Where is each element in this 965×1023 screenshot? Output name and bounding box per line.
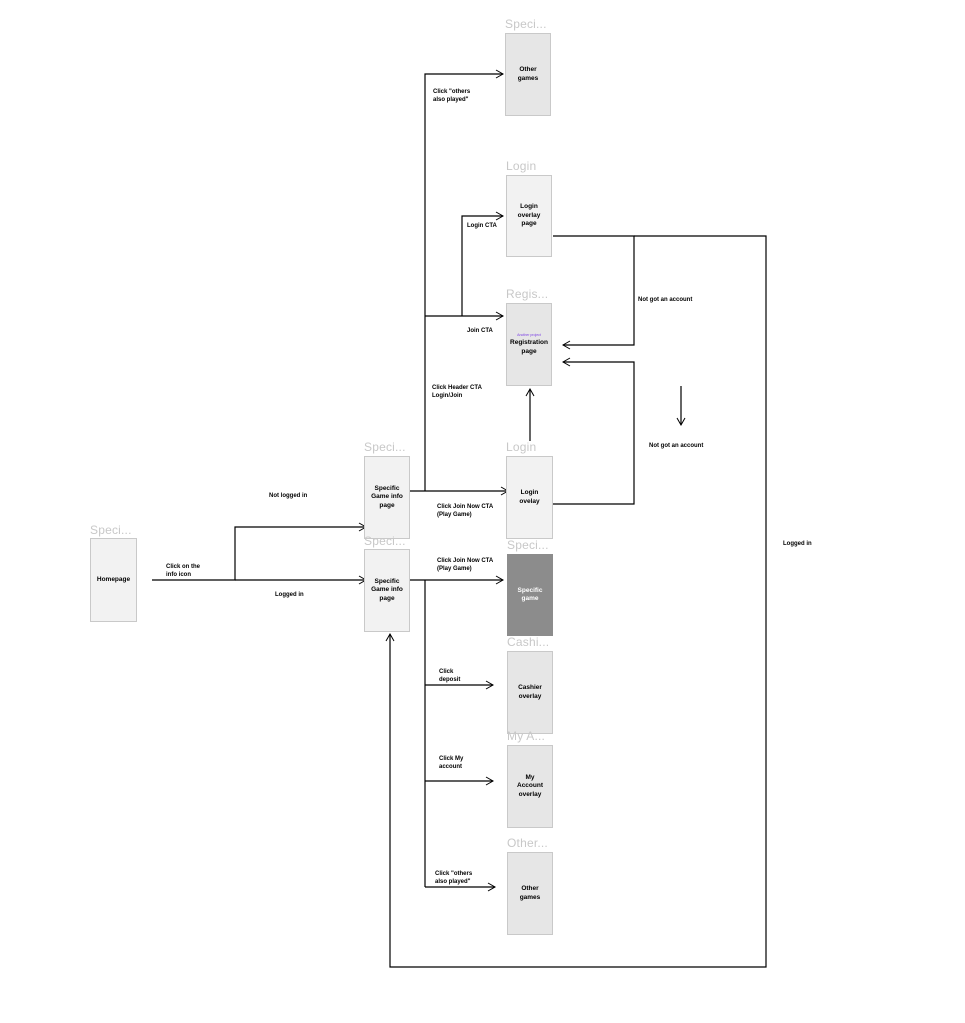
edge-label-click-info-icon: Click on the info icon xyxy=(166,564,201,579)
node-label: Cashier overlay xyxy=(518,684,542,700)
edge-label-header-cta: Click Header CTA Login/Join xyxy=(432,385,482,400)
node-game-info-not-logged[interactable]: Specific Game info page xyxy=(364,456,410,539)
node-label: Registration page xyxy=(510,339,548,355)
frame-title-registration: Regis... xyxy=(506,287,549,301)
edge-label-join-now-bottom: Click Join Now CTA (Play Game) xyxy=(437,558,494,573)
frame-title-specific-game: Speci... xyxy=(507,538,549,552)
node-label: Other games xyxy=(517,66,539,82)
node-specific-game[interactable]: Specific game xyxy=(507,554,553,636)
node-homepage[interactable]: Homepage xyxy=(90,538,137,622)
frame-title-other-games-bottom: Other... xyxy=(507,836,548,850)
edge-label-logged-in-right: Logged in xyxy=(783,541,812,547)
node-other-games-top[interactable]: Other games xyxy=(505,33,551,116)
edge-label-others-also-played-top: Click "others also played" xyxy=(433,89,471,104)
frame-title-login-overlay: Login xyxy=(506,440,537,454)
edge-label-join-cta: Join CTA xyxy=(467,328,493,334)
edge-info-to-other-games-top xyxy=(424,69,505,491)
project-tag: Another project xyxy=(517,332,541,337)
frame-title-game-info-not-logged: Speci... xyxy=(364,440,406,454)
edge-label-others-also-played-bottom: Click "others also played" xyxy=(435,871,473,886)
edge-label-login-cta: Login CTA xyxy=(467,223,497,229)
node-label: My Account overlay xyxy=(517,773,543,798)
edge-label-not-account-top: Not got an account xyxy=(638,297,693,303)
node-label: Homepage xyxy=(96,575,131,583)
node-registration-page[interactable]: Another project Registration page xyxy=(506,303,552,386)
node-cashier-overlay[interactable]: Cashier overlay xyxy=(507,651,553,734)
edge-homepage-to-info-not-logged xyxy=(152,522,368,581)
node-game-info-logged[interactable]: Specific Game info page xyxy=(364,549,410,632)
edge-label-click-deposit: Click deposit xyxy=(439,669,461,684)
edge-login-page-not-account xyxy=(553,235,635,350)
node-my-account-overlay[interactable]: My Account overlay xyxy=(507,745,553,828)
edge-login-overlay-not-account xyxy=(553,357,635,505)
edge-label-click-my-account: Click My account xyxy=(439,756,464,771)
node-label: Specific Game info page xyxy=(371,577,403,602)
frame-title-homepage: Speci... xyxy=(90,523,132,537)
frame-title-login-overlay-page: Login xyxy=(506,159,537,173)
node-label: Specific game xyxy=(517,586,543,602)
edge-label-logged-in-left: Logged in xyxy=(275,592,304,598)
edge-label-join-now-top: Click Join Now CTA (Play Game) xyxy=(437,504,494,519)
edge-login-page-logged-in xyxy=(385,235,767,968)
node-label: Login ovelay xyxy=(519,489,540,505)
edge-label-not-logged-in: Not logged in xyxy=(269,493,308,499)
frame-title-game-info-logged: Speci... xyxy=(364,534,406,548)
node-label: Specific Game info page xyxy=(371,484,403,509)
frame-title-my-account: My A... xyxy=(507,729,546,743)
edge-label-not-account-mid: Not got an account xyxy=(649,443,704,449)
frame-title-cashier: Cashi... xyxy=(507,635,550,649)
node-other-games-bottom[interactable]: Other games xyxy=(507,852,553,935)
node-login-overlay-page[interactable]: Login overlay page xyxy=(506,175,552,257)
node-label: Login overlay page xyxy=(517,203,541,228)
node-label: Other games xyxy=(519,885,541,901)
edge-login-cta xyxy=(461,211,505,316)
frame-title-other-games-top: Speci... xyxy=(505,17,547,31)
node-login-overlay[interactable]: Login ovelay xyxy=(506,456,553,539)
